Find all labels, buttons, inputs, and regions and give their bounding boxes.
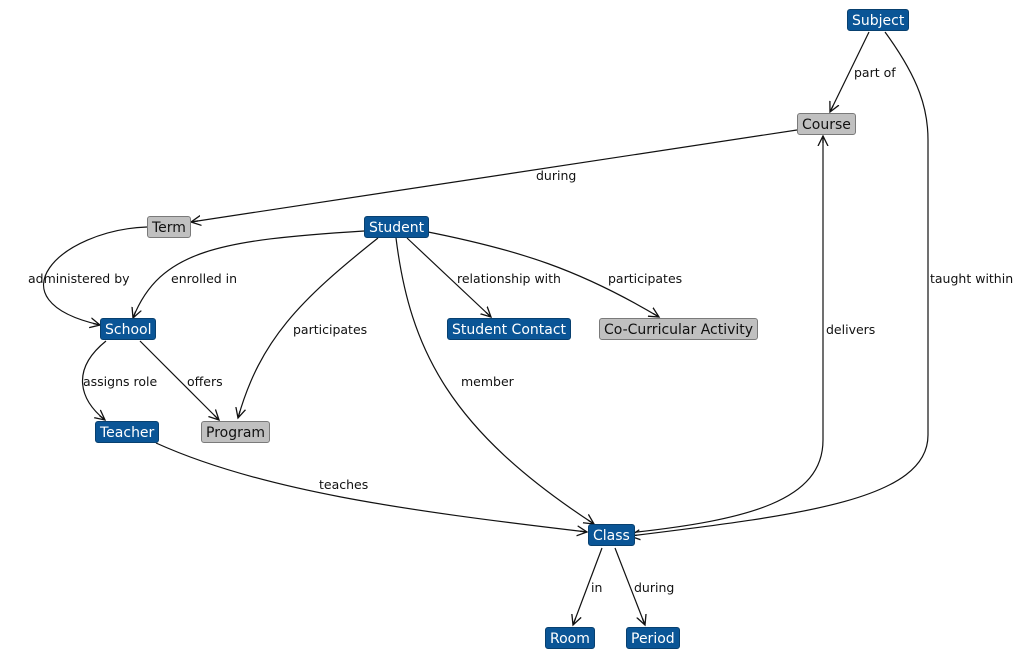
node-subject[interactable]: Subject <box>847 9 910 31</box>
edge-label-in: in <box>591 580 603 595</box>
edge-subject-class <box>630 31 929 536</box>
edge-student-class <box>395 237 594 524</box>
edge-label-participates-cocurricular: participates <box>608 271 683 286</box>
node-term[interactable]: Term <box>147 216 191 238</box>
edge-teacher-class <box>155 442 587 532</box>
edge-class-room <box>573 547 603 625</box>
edge-label-participates-program: participates <box>293 322 368 337</box>
node-program[interactable]: Program <box>201 421 271 443</box>
edge-label-enrolled-in: enrolled in <box>171 271 238 286</box>
node-co-curricular-activity[interactable]: Co-Curricular Activity <box>599 318 759 340</box>
edge-student-cocurricular <box>422 230 659 317</box>
edge-label-teaches: teaches <box>319 477 369 492</box>
node-room[interactable]: Room <box>545 627 595 649</box>
node-period[interactable]: Period <box>626 627 680 649</box>
node-school[interactable]: School <box>100 318 157 340</box>
edge-school-teacher <box>81 340 107 420</box>
edge-subject-course <box>830 31 870 112</box>
node-student[interactable]: Student <box>364 216 430 238</box>
edge-label-offers: offers <box>187 374 223 389</box>
edge-label-part-of: part of <box>854 65 896 80</box>
edge-label-relationship-with: relationship with <box>457 271 561 286</box>
edge-label-during-course: during <box>536 168 577 183</box>
edge-course-term <box>191 129 798 222</box>
edge-term-school <box>43 226 148 325</box>
edge-student-contact <box>406 237 491 317</box>
node-class[interactable]: Class <box>588 524 635 546</box>
edge-class-course <box>627 136 823 534</box>
edge-label-member: member <box>461 374 514 389</box>
edge-student-school <box>133 230 365 318</box>
edge-label-administered-by: administered by <box>28 271 130 286</box>
node-teacher[interactable]: Teacher <box>95 421 160 443</box>
edge-class-period <box>614 547 645 625</box>
node-course[interactable]: Course <box>797 113 856 135</box>
edge-school-program <box>139 340 219 420</box>
node-student-contact[interactable]: Student Contact <box>447 318 572 340</box>
edge-label-delivers: delivers <box>826 322 876 337</box>
edge-label-during-period: during <box>634 580 675 595</box>
edge-label-assigns-role: assigns role <box>83 374 158 389</box>
edge-label-taught-within: taught within <box>930 271 1014 286</box>
edge-student-program <box>238 237 379 418</box>
